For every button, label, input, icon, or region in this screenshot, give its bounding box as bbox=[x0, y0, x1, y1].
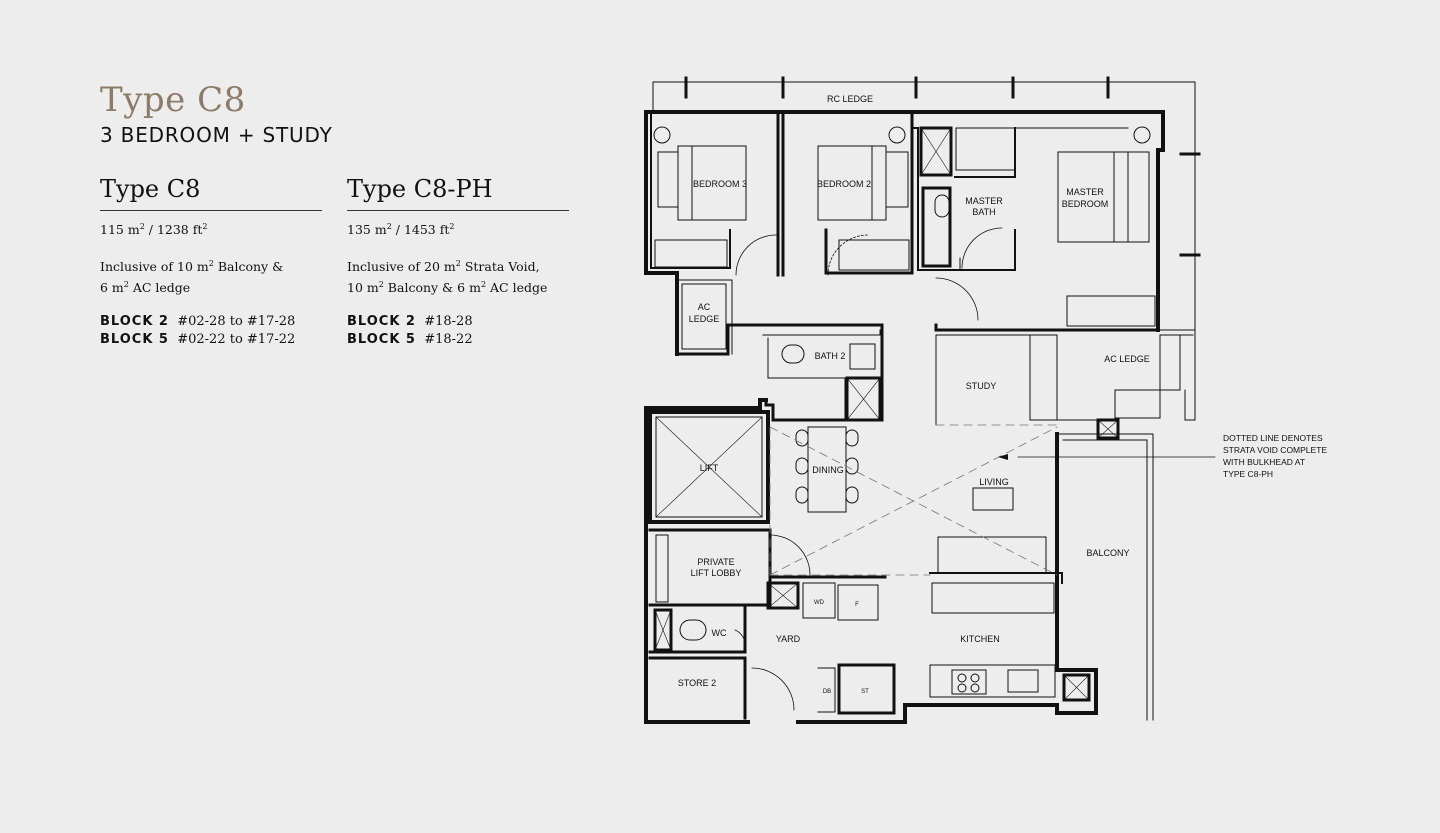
bath-2-label: BATH 2 bbox=[815, 351, 846, 361]
unit-type-c8-ph: Type C8-PH 135 m2 / 1453 ft2 Inclusive o… bbox=[347, 175, 569, 349]
unit-name: Type C8 bbox=[100, 175, 322, 211]
unit-type-c8: Type C8 115 m2 / 1238 ft2 Inclusive of 1… bbox=[100, 175, 322, 349]
ac-ledge-left-label-2: LEDGE bbox=[689, 314, 720, 324]
f-label: F bbox=[855, 602, 859, 608]
kitchen-label: KITCHEN bbox=[960, 634, 1000, 644]
block-row: BLOCK 5 #18-22 bbox=[347, 332, 473, 348]
master-bedroom-label-2: BEDROOM bbox=[1062, 199, 1109, 209]
bedroom-3-label: BEDROOM 3 bbox=[693, 179, 747, 189]
store-2-label: STORE 2 bbox=[678, 678, 716, 688]
strata-void-note-line3: WITH BULKHEAD AT bbox=[1223, 457, 1305, 467]
rc-ledge-label: RC LEDGE bbox=[827, 94, 873, 104]
balcony-label: BALCONY bbox=[1086, 548, 1129, 558]
unit-area: 115 m2 / 1238 ft2 bbox=[100, 222, 208, 238]
block-row: BLOCK 5 #02-22 to #17-22 bbox=[100, 332, 296, 348]
unit-area: 135 m2 / 1453 ft2 bbox=[347, 222, 455, 238]
ac-ledge-left-label: AC bbox=[698, 302, 711, 312]
strata-void-note-line2: STRATA VOID COMPLETE bbox=[1223, 445, 1327, 455]
master-bath-label: MASTER bbox=[965, 196, 1003, 206]
lift-label: LIFT bbox=[700, 463, 719, 473]
yard-label: YARD bbox=[776, 634, 801, 644]
plan-subtitle: 3 BEDROOM + STUDY bbox=[100, 123, 333, 147]
unit-blocks: BLOCK 2 #18-28 BLOCK 5 #18-22 bbox=[347, 313, 569, 349]
unit-inclusive-note: Inclusive of 20 m2 Strata Void, 10 m2 Ba… bbox=[347, 259, 548, 296]
block-row: BLOCK 2 #02-28 to #17-28 bbox=[100, 314, 296, 330]
block-row: BLOCK 2 #18-28 bbox=[347, 314, 473, 330]
strata-void-note-line1: DOTTED LINE DENOTES bbox=[1223, 433, 1323, 443]
st-label: ST bbox=[861, 689, 869, 695]
strata-void-note-line4: TYPE C8-PH bbox=[1223, 469, 1273, 479]
private-lift-lobby-label-2: LIFT LOBBY bbox=[691, 568, 742, 578]
private-lift-lobby-label: PRIVATE bbox=[697, 557, 734, 567]
wd-label: WD bbox=[814, 600, 825, 606]
master-bedroom-label: MASTER bbox=[1066, 187, 1104, 197]
wc-label: WC bbox=[712, 628, 727, 638]
unit-name: Type C8-PH bbox=[347, 175, 569, 211]
living-label: LIVING bbox=[979, 477, 1009, 487]
unit-inclusive-note: Inclusive of 10 m2 Balcony & 6 m2 AC led… bbox=[100, 259, 284, 296]
master-bath-label-2: BATH bbox=[972, 207, 995, 217]
study-label: STUDY bbox=[966, 381, 997, 391]
bedroom-2-label: BEDROOM 2 bbox=[817, 179, 871, 189]
db-label: DB bbox=[823, 689, 831, 695]
unit-blocks: BLOCK 2 #02-28 to #17-28 BLOCK 5 #02-22 … bbox=[100, 313, 322, 349]
plan-type-title: Type C8 bbox=[100, 80, 246, 120]
dining-label: DINING bbox=[812, 465, 844, 475]
ac-ledge-right-label: AC LEDGE bbox=[1104, 354, 1150, 364]
